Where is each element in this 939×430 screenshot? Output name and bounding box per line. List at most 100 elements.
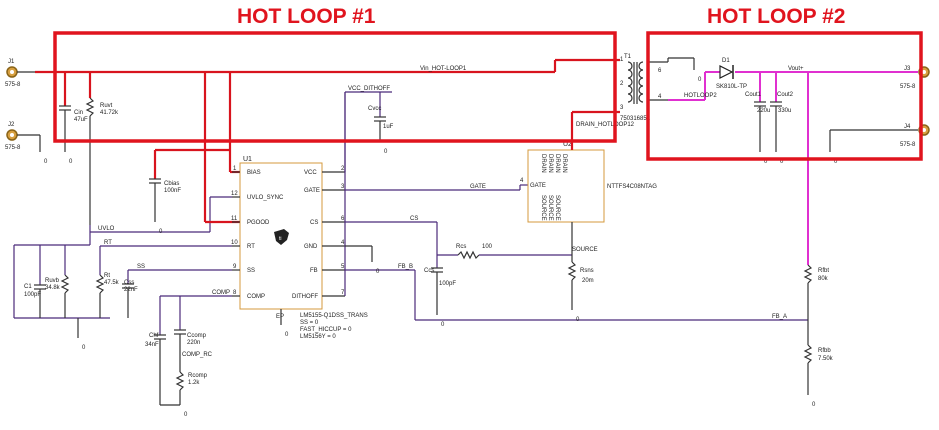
- cvcc-ref: Cvcc: [368, 106, 381, 112]
- rfbt-ref: Rfbt: [818, 268, 829, 274]
- u1-pin5-num: 5: [341, 264, 345, 270]
- connector-j3[interactable]: J3 575-8: [900, 66, 930, 90]
- diode-d1[interactable]: [719, 65, 734, 79]
- ground-label: 0: [812, 402, 816, 408]
- ground-icon: [366, 262, 378, 267]
- ground-icon: [754, 152, 766, 157]
- cvcc-value: 1uF: [383, 124, 394, 130]
- ruvt-ref: Ruvt: [100, 103, 113, 109]
- ground-label: 0: [159, 229, 163, 235]
- ground-label: 0: [834, 159, 838, 165]
- ruvb-value: 34.8k: [45, 285, 61, 291]
- connector-j4-ref: J4: [904, 124, 911, 130]
- hot-loop-1-box: [53, 31, 617, 143]
- mosfet-u2-source-1: SOURCE: [540, 195, 546, 221]
- css-ref: Css: [124, 280, 134, 286]
- u1-pin-ss: SS: [247, 268, 255, 274]
- connector-j1-value: 575-8: [5, 82, 21, 88]
- u1-param-ss: SS = 0: [300, 320, 319, 326]
- ground-icon: [431, 315, 443, 320]
- ground-label: 0: [441, 322, 445, 328]
- d1-value: SK810L-TP: [716, 84, 747, 90]
- ground-icon: [566, 310, 578, 315]
- u1-param-hiccup: FAST_HICCUP = 0: [300, 327, 352, 333]
- ground-label: 0: [82, 345, 86, 351]
- t1-pin3: 3: [620, 105, 624, 111]
- ruvt-value: 41.72k: [100, 110, 119, 116]
- u1-pin6-num: 6: [341, 216, 345, 222]
- rcomp-value: 1.2k: [188, 380, 200, 386]
- connector-j2[interactable]: J2 575-8: [5, 122, 21, 151]
- mosfet-u2-gate-pin: 4: [520, 178, 524, 184]
- u1-pin12-num: 12: [231, 191, 238, 197]
- u1-pin-gnd: GND: [304, 244, 318, 250]
- u1-pin2-num: 2: [341, 166, 345, 172]
- output-wiring: [668, 71, 918, 395]
- connector-j1-ref: J1: [8, 59, 15, 65]
- ccs-value: 100pF: [439, 281, 456, 287]
- u1-pin7-num: 7: [341, 290, 345, 296]
- cout1-ref: Cout1: [745, 92, 762, 98]
- t1-pin4: 4: [658, 94, 662, 100]
- u1-pin8-num: 8: [233, 290, 237, 296]
- rt-value: 47.5k: [104, 280, 120, 286]
- ground-icon: [72, 338, 84, 343]
- ground-labels: 0 0 0 0 0 0 0 0 0 0 0 0 0 0 0: [44, 77, 838, 418]
- ground-label: 0: [44, 159, 48, 165]
- mosfet-wiring: [567, 110, 620, 310]
- ground-symbols: [34, 70, 836, 410]
- net-label-hotloop2: HOTLOOP2: [684, 93, 717, 99]
- t1-ref: T1: [624, 54, 632, 60]
- connector-j3-ref: J3: [904, 66, 911, 72]
- net-label-fb-a: FB_A: [772, 314, 787, 320]
- net-label-fb-b: FB_B: [398, 264, 413, 270]
- u1-pin11-num: 11: [231, 216, 238, 222]
- hot-loop-2-title: HOT LOOP #2: [707, 5, 845, 28]
- mosfet-u2-source-3: SOURCE: [554, 195, 560, 221]
- connector-j1[interactable]: J1 575-8: [5, 59, 21, 88]
- mosfet-u2[interactable]: U2 GATE 4 NTTFS4C08NTAG DRAIN DRAIN DRAI…: [520, 141, 657, 223]
- t1-pin1: 1: [620, 57, 624, 63]
- u1-pin4-num: 4: [341, 240, 345, 246]
- u1-param-part: LM5155-Q1DSS_TRANS: [300, 313, 368, 319]
- ic-u1[interactable]: U1 ti 1 BIAS 12 UVLO_SYNC 11 PGOOD 10 RT…: [231, 156, 368, 340]
- mosfet-u2-drain-1: DRAIN: [540, 154, 546, 173]
- u1-param-lm5156y: LM5156Y = 0: [300, 334, 336, 340]
- u1-pin-cs: CS: [310, 220, 318, 226]
- mosfet-u2-drain-3: DRAIN: [554, 154, 560, 173]
- u1-pin-uvlo: UVLO_SYNC: [247, 195, 284, 201]
- net-label-source: SOURCE: [572, 247, 598, 253]
- connector-j2-ref: J2: [8, 122, 15, 128]
- hot-loop-1-title: HOT LOOP #1: [237, 5, 376, 28]
- transformer-t1[interactable]: T1 750316851 1 2 3 6 4: [620, 54, 695, 122]
- ground-label: 0: [376, 269, 380, 275]
- ground-icon: [275, 325, 287, 330]
- ground-icon: [824, 152, 836, 157]
- ti-logo-icon: ti: [274, 229, 289, 245]
- cout2-ref: Cout2: [777, 92, 794, 98]
- cbias-value: 100nF: [164, 188, 181, 194]
- mosfet-u2-drain-2: DRAIN: [547, 154, 553, 173]
- net-label-comp: COMP: [212, 290, 230, 296]
- d1-ref: D1: [722, 58, 730, 64]
- connector-j4[interactable]: J4 575-8: [900, 124, 930, 148]
- u1-pin-ep: EP: [276, 314, 284, 320]
- css-value: 22nF: [124, 287, 138, 293]
- ruvb-ref: Ruvb: [45, 278, 60, 284]
- rsns-ref: Rsns: [580, 268, 594, 274]
- u1-pin-pgood: PGOOD: [247, 220, 270, 226]
- ground-icon: [149, 222, 161, 227]
- connector-j4-value: 575-8: [900, 142, 916, 148]
- ground-icon: [802, 395, 814, 400]
- u1-pin-dithoff: DITHOFF: [292, 294, 318, 300]
- mosfet-u2-part: NTTFS4C08NTAG: [607, 184, 657, 190]
- net-label-rt: RT: [104, 240, 112, 246]
- net-label-vin: Vin_HOT-LOOP1: [420, 66, 467, 72]
- mosfet-u2-ref: U2: [563, 141, 572, 148]
- rt-ref: Rt: [104, 273, 110, 279]
- rcs-value: 100: [482, 244, 493, 250]
- ground-label: 0: [69, 159, 73, 165]
- svg-text:ti: ti: [279, 236, 282, 242]
- component-labels: Cin 47uF Ruvt 41.72k Cbias 100nF Cvcc 1u…: [24, 58, 834, 386]
